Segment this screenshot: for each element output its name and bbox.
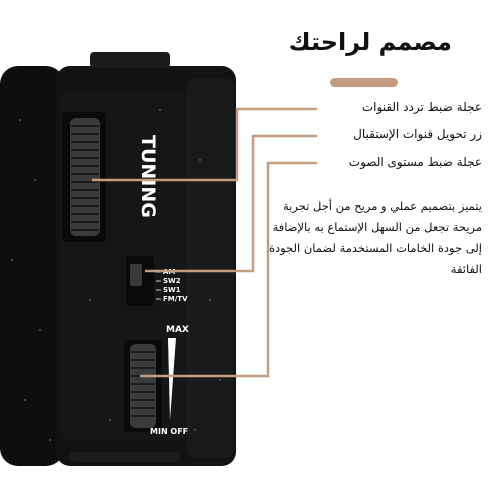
- tuning-label: TUNING: [137, 135, 159, 218]
- band-label-sw2: SW2: [163, 277, 181, 285]
- description-text: يتميز بتصميم عملي و مريح من أجل تجربة مر…: [268, 199, 482, 276]
- callout-line-volume: [140, 161, 317, 378]
- feature-label-volume-wheel: عجلة ضبط مستوى الصوت: [348, 155, 482, 169]
- band-switch: AM SW2 SW1 FM/TV: [126, 256, 188, 306]
- volume-wheel: [124, 338, 176, 432]
- feature-label-tuning-wheel: عجلة ضبط تردد القنوات: [361, 100, 482, 114]
- radio-back-body: [0, 66, 64, 466]
- band-label-fmtv: FM/TV: [163, 295, 188, 303]
- tuning-wheel: [62, 112, 106, 242]
- speckle-texture: [11, 109, 221, 441]
- title-accent-bar: [330, 78, 398, 87]
- callout-line-band: [145, 134, 317, 273]
- band-label-sw1: SW1: [163, 286, 181, 294]
- volume-min-off-label: MIN OFF: [150, 427, 188, 436]
- radio-illustration: TUNING AM SW2 SW1 FM/TV MAX MIN OFF: [0, 52, 236, 466]
- feature-label-band-switch: زر تحويل قنوات الإستقبال: [353, 127, 482, 141]
- volume-max-label: MAX: [166, 325, 189, 335]
- callout-line-tuning: [92, 107, 317, 182]
- page-title: مصمم لراحتك: [288, 28, 452, 56]
